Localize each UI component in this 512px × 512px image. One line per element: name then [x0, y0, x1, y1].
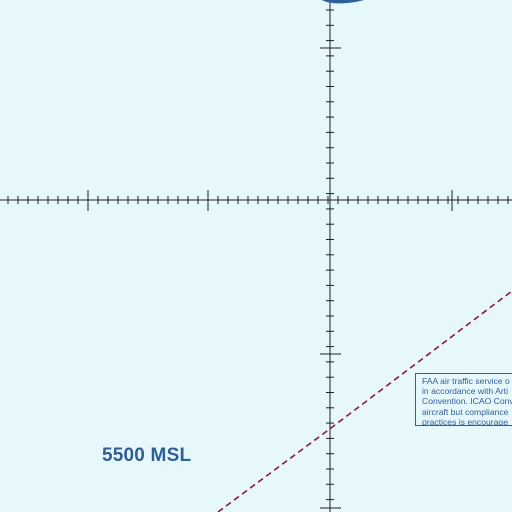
airspace-boundary-dashed-line	[217, 290, 512, 512]
notice-line: in accordance with Arti	[422, 386, 508, 397]
notice-box: FAA air traffic service o in accordance …	[415, 373, 512, 426]
notice-line: aircraft but compliance	[422, 406, 509, 417]
notice-line: FAA air traffic service o	[422, 376, 510, 386]
shoreline-fragment	[322, 0, 364, 4]
altitude-label: 5500 MSL	[102, 445, 192, 466]
notice-line: Convention. ICAO Conv	[422, 396, 512, 407]
notice-line: practices is encourage	[422, 416, 508, 426]
